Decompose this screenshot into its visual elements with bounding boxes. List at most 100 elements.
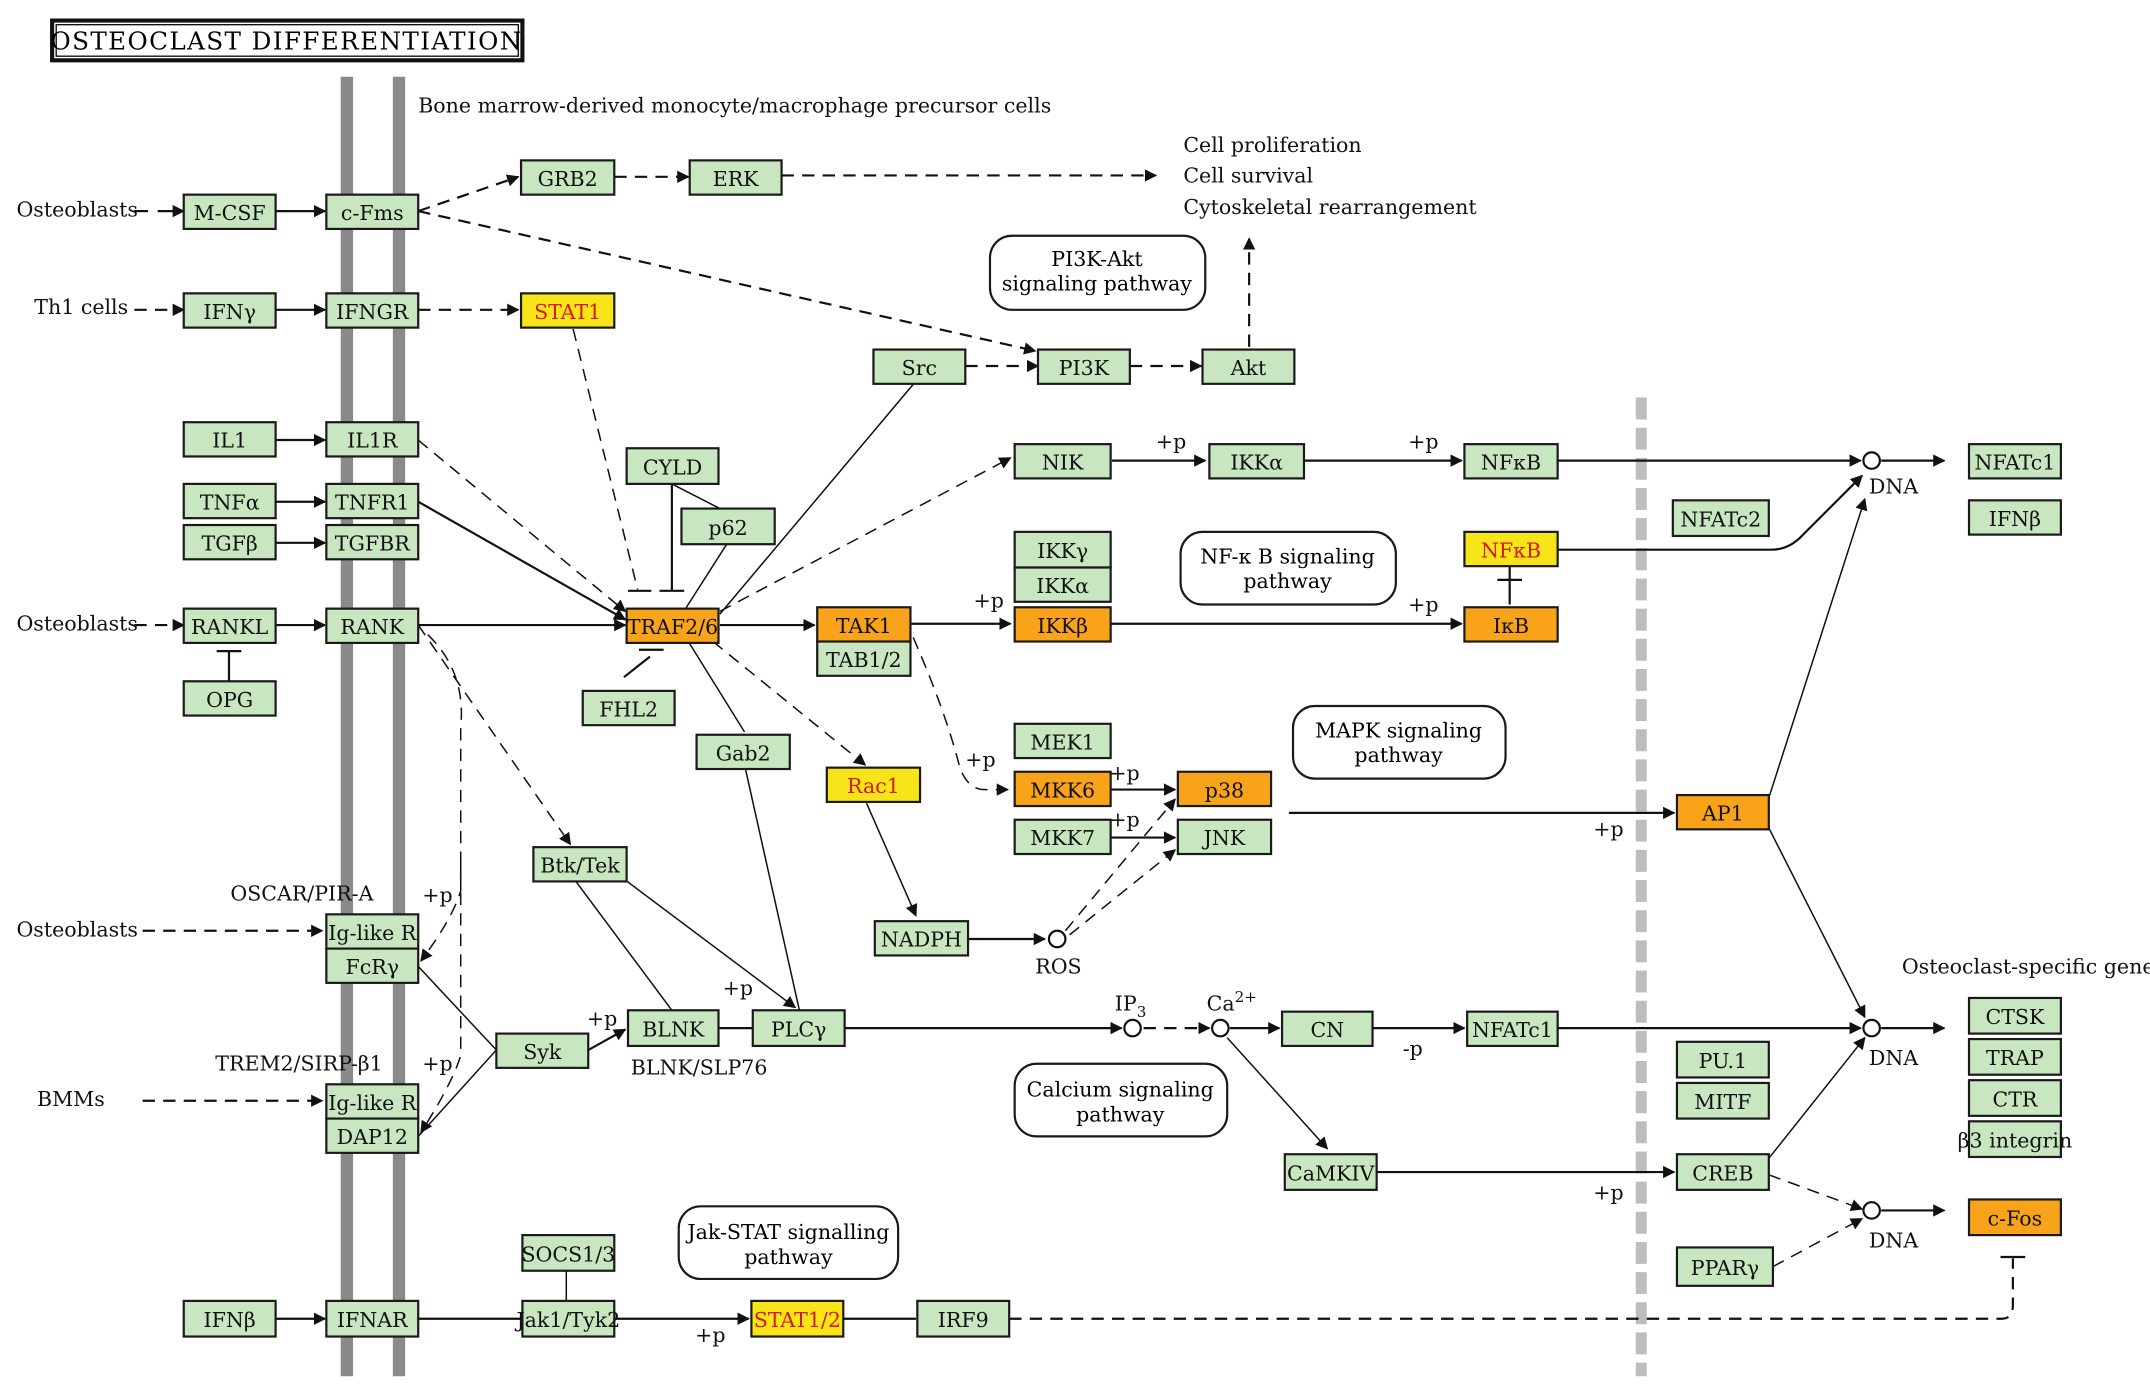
gene-node-grb2[interactable]: GRB2 [519, 159, 616, 196]
gene-node-tgfb[interactable]: TGFβ [182, 523, 277, 561]
gene-node-ctr[interactable]: CTR [1967, 1079, 2062, 1117]
gene-node-ikka_top[interactable]: IKKα [1208, 443, 1306, 480]
gene-node-creb[interactable]: CREB [1675, 1153, 1770, 1191]
precursor-cells-label: Bone marrow-derived monocyte/macrophage … [418, 93, 1051, 117]
gene-node-ifng[interactable]: IFNγ [182, 292, 277, 329]
gene-node-tak1[interactable]: TAK1 [816, 606, 912, 643]
gene-node-camkiv[interactable]: CaMKIV [1283, 1153, 1378, 1191]
gene-node-box [625, 607, 720, 645]
gene-node-il1[interactable]: IL1 [182, 421, 277, 458]
gene-node-dap12[interactable]: DAP12 [325, 1117, 420, 1154]
gene-node-erk[interactable]: ERK [688, 159, 783, 196]
gene-node-pu1[interactable]: PU.1 [1675, 1040, 1770, 1079]
gene-node-ikkg[interactable]: IKKγ [1013, 530, 1112, 569]
pathway-nfkb[interactable]: NF-κ B signaling pathway [1179, 530, 1397, 606]
pathway-jak-stat[interactable]: Jak-STAT signalling pathway [677, 1205, 900, 1281]
gene-node-rac1[interactable]: Rac1 [825, 766, 922, 804]
dna-compound-2[interactable] [1862, 1018, 1881, 1038]
gene-node-label: Btk/Tek [540, 854, 620, 878]
edge-btktek-blnk [575, 880, 673, 1011]
gene-node-box [325, 193, 420, 231]
gene-node-cfms[interactable]: c-Fms [325, 193, 420, 231]
gene-node-mek1[interactable]: MEK1 [1013, 722, 1112, 760]
gene-node-rank[interactable]: RANK [325, 607, 420, 645]
gene-node-plcg[interactable]: PLCγ [751, 1009, 846, 1048]
gene-node-box [1176, 770, 1273, 808]
gene-node-stat1[interactable]: STAT1 [519, 292, 616, 329]
gene-node-blnk[interactable]: BLNK [626, 1009, 720, 1048]
gene-node-cyld[interactable]: CYLD [625, 447, 720, 485]
gene-node-mitf[interactable]: MITF [1675, 1081, 1770, 1120]
gene-node-tgfbr[interactable]: TGFBR [325, 523, 420, 561]
gene-node-gab2[interactable]: Gab2 [695, 733, 791, 771]
dna-compound-1[interactable] [1862, 451, 1881, 470]
gene-node-ifnb_in[interactable]: IFNβ [182, 1299, 277, 1338]
gene-node-cfos[interactable]: c-Fos [1967, 1198, 2062, 1237]
gene-node-nfkb_mid[interactable]: NFκB [1463, 530, 1559, 568]
gene-node-ikka[interactable]: IKKα [1013, 566, 1112, 603]
gene-node-ctsk[interactable]: CTSK [1967, 996, 2062, 1035]
gene-node-p38[interactable]: p38 [1176, 770, 1273, 808]
dna-compound-3[interactable] [1862, 1201, 1881, 1220]
pathway-mapk[interactable]: MAPK signaling pathway [1291, 704, 1507, 780]
edge-traf-nik [719, 457, 1012, 613]
gene-node-label: IFNγ [203, 300, 256, 324]
gene-node-nfatc1_mid[interactable]: NFATc1 [1466, 1010, 1559, 1048]
gene-node-box [1463, 530, 1559, 568]
gene-node-ifnar[interactable]: IFNAR [325, 1299, 420, 1338]
gene-node-b3int[interactable]: β3 integrin [1958, 1120, 2072, 1159]
gene-node-label: GRB2 [538, 167, 598, 191]
gene-node-pi3k[interactable]: PI3K [1036, 348, 1131, 385]
ros-compound[interactable] [1047, 929, 1067, 949]
gene-node-jnk[interactable]: JNK [1176, 818, 1273, 856]
gene-node-trap[interactable]: TRAP [1967, 1037, 2062, 1076]
gene-node-src[interactable]: Src [872, 348, 967, 385]
gene-node-ap1[interactable]: AP1 [1675, 793, 1770, 831]
gene-node-il1r[interactable]: IL1R [325, 421, 420, 458]
gene-node-iglike2[interactable]: Ig-like R [325, 1083, 420, 1120]
gene-node-nadph[interactable]: NADPH [873, 920, 970, 957]
gene-node-fcrg[interactable]: FcRγ [325, 947, 420, 984]
gene-node-nfkb_top[interactable]: NFκB [1463, 443, 1559, 480]
gene-node-mkk6[interactable]: MKK6 [1013, 770, 1112, 808]
gene-node-syk[interactable]: Syk [495, 1032, 590, 1069]
gene-node-stat12[interactable]: STAT1/2 [750, 1299, 845, 1338]
gene-node-ikb[interactable]: IκB [1463, 606, 1559, 643]
gene-node-nfatc2[interactable]: NFATc2 [1671, 499, 1770, 538]
gene-node-akt[interactable]: Akt [1201, 348, 1296, 385]
gene-node-label: IFNβ [204, 1308, 256, 1332]
pathway-calcium[interactable]: Calcium signaling pathway [1013, 1062, 1229, 1138]
gene-node-ifnb_out[interactable]: IFNβ [1967, 499, 2062, 536]
gene-node-nik[interactable]: NIK [1013, 443, 1112, 480]
gene-node-iglike1[interactable]: Ig-like R [325, 913, 420, 950]
gene-node-tab12[interactable]: TAB1/2 [816, 640, 912, 677]
gene-node-mcsf[interactable]: M-CSF [182, 193, 277, 231]
gene-node-ikkb[interactable]: IKKβ [1013, 606, 1112, 643]
gene-node-pparg[interactable]: PPARγ [1675, 1246, 1775, 1287]
gene-node-btktek[interactable]: Btk/Tek [532, 846, 628, 883]
gene-node-jak1tyk2[interactable]: Jak1/Tyk2 [514, 1299, 620, 1338]
gene-node-ifngr[interactable]: IFNGR [325, 292, 420, 329]
gene-node-mkk7[interactable]: MKK7 [1013, 818, 1112, 856]
edge-rac1-nadph [865, 802, 918, 917]
gene-node-cn[interactable]: CN [1280, 1010, 1374, 1048]
gene-node-label: IFNβ [1989, 507, 2041, 531]
gene-node-tnfa[interactable]: TNFα [182, 482, 277, 520]
gene-node-p62[interactable]: p62 [680, 507, 776, 546]
gene-node-box [325, 1117, 420, 1154]
pathway-calcium-line1: Calcium signaling [1027, 1078, 1214, 1102]
gene-node-irf9[interactable]: IRF9 [916, 1299, 1011, 1338]
pathway-pi3k-akt[interactable]: PI3K-Akt signaling pathway [988, 234, 1207, 311]
gene-node-tnfr1[interactable]: TNFR1 [325, 482, 420, 520]
ip3-label-main: IP [1115, 991, 1137, 1015]
gene-node-label: IKKβ [1037, 614, 1088, 638]
gene-node-rankl[interactable]: RANKL [182, 607, 277, 645]
ca-compound[interactable] [1211, 1018, 1230, 1038]
gene-node-opg[interactable]: OPG [182, 680, 277, 717]
gene-node-nfatc1_out[interactable]: NFATc1 [1967, 443, 2062, 480]
gene-node-socs13[interactable]: SOCS1/3 [521, 1234, 616, 1272]
gene-node-fhl2[interactable]: FHL2 [581, 689, 676, 727]
gene-node-traf26[interactable]: TRAF2/6 [625, 607, 720, 645]
ip3-compound[interactable] [1123, 1018, 1142, 1038]
edge-ca-camkiv [1226, 1037, 1329, 1150]
